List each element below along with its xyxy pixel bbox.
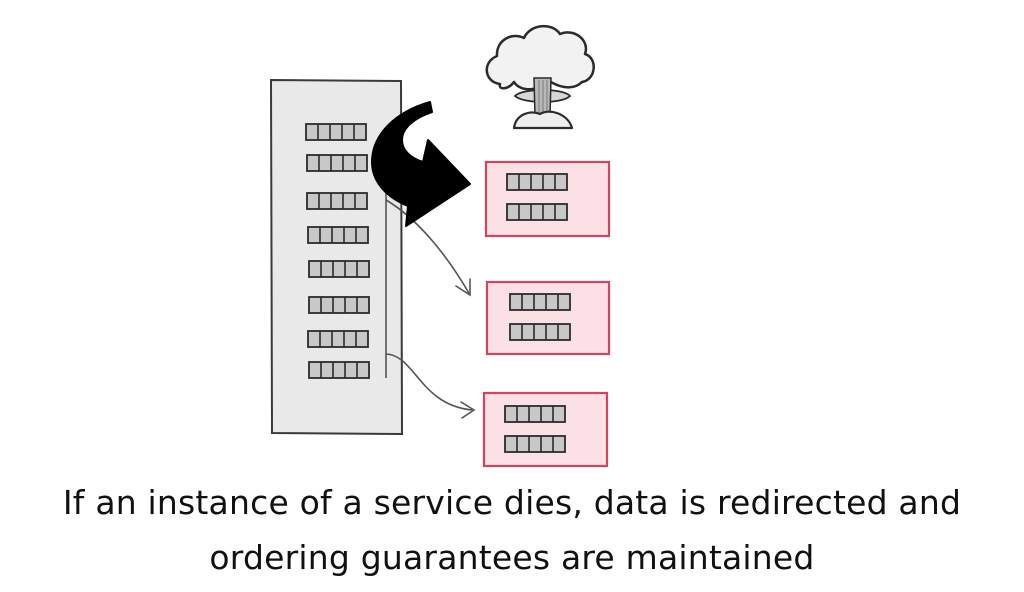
partition-block (308, 361, 370, 379)
partition-block (307, 330, 369, 348)
flow-line-3 (385, 353, 473, 411)
partition-block (506, 173, 568, 191)
flow-line-3-head (460, 401, 476, 419)
partition-block (509, 323, 571, 341)
partition-block (308, 296, 370, 314)
partition-block (504, 435, 566, 453)
flow-line-2 (385, 199, 471, 296)
mushroom-cloud-base (512, 110, 574, 130)
service-instances (482, 160, 611, 468)
partition-block (308, 260, 370, 278)
instance-box (482, 391, 609, 468)
source-service-box (269, 78, 404, 436)
source-partitions (305, 123, 370, 379)
curved-redirect-arrow-icon (371, 101, 471, 227)
source-service (269, 78, 404, 436)
partition-block (306, 192, 368, 210)
redirect-arrow-body (371, 101, 471, 227)
partition-block (306, 154, 368, 172)
partition-block (305, 123, 367, 141)
caption-line-2: ordering guarantees are maintained (209, 538, 815, 577)
instance-2 (485, 280, 611, 356)
partition-block (307, 226, 369, 244)
instance-box (485, 280, 611, 356)
mushroom-cloud-icon (485, 25, 595, 130)
partition-block (506, 203, 568, 221)
flow-line-2-head (455, 278, 471, 297)
instance-3 (482, 391, 609, 468)
caption-line-1: If an instance of a service dies, data i… (62, 483, 962, 522)
partition-block (504, 405, 566, 423)
mushroom-cloud-cap (485, 25, 595, 91)
failed-instance (484, 160, 611, 238)
partition-block (509, 293, 571, 311)
